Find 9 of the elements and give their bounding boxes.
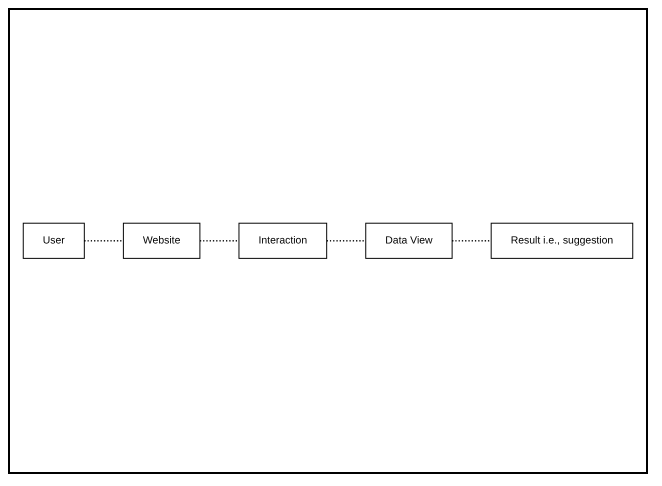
connector	[200, 240, 239, 242]
connector	[452, 240, 492, 242]
node-box: Result i.e., suggestion	[490, 222, 634, 260]
connector	[84, 240, 124, 242]
node-box: Website	[122, 222, 200, 260]
connector	[326, 240, 366, 242]
node-box: Data View	[365, 222, 453, 260]
node-box: Interaction	[238, 222, 328, 260]
node-box: User	[22, 222, 85, 260]
